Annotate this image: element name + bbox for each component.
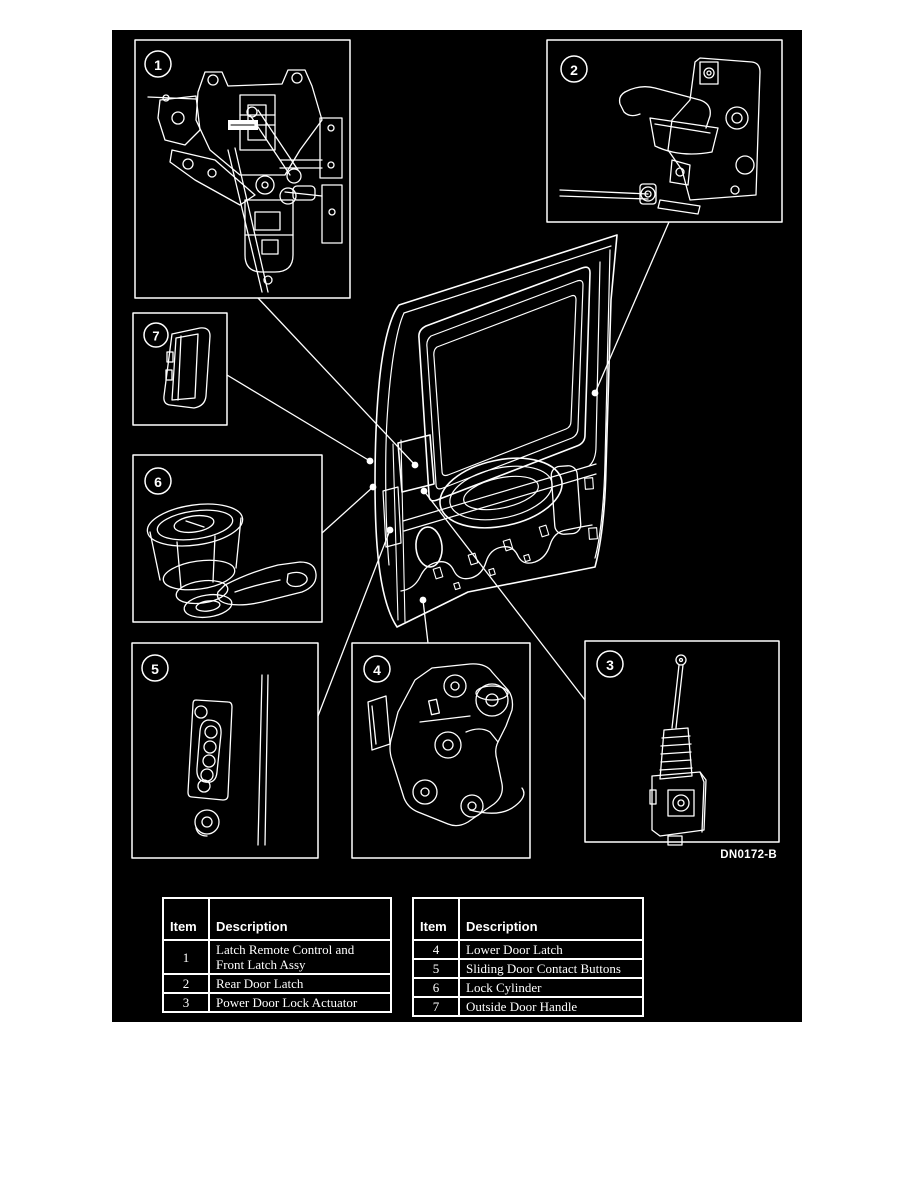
- item-description: Rear Door Latch: [208, 973, 392, 994]
- inset-box-5-border: [131, 642, 319, 859]
- callout-6: 6: [144, 467, 172, 495]
- lower-door-latch-drawing: [367, 663, 525, 827]
- table-row: 5 Sliding Door Contact Buttons: [412, 958, 644, 979]
- inset-box-1-border: [134, 39, 351, 299]
- callout-1: 1: [144, 50, 172, 78]
- callout-5-number: 5: [151, 661, 159, 677]
- callout-3: 3: [596, 650, 624, 678]
- inset-box-7-border: [132, 312, 228, 426]
- inset-box-4-lower-door-latch: 4: [351, 642, 531, 859]
- callout-1-number: 1: [154, 57, 162, 73]
- item-description: Sliding Door Contact Buttons: [458, 958, 644, 979]
- inset-box-3-power-door-lock-actuator: 3: [584, 640, 780, 846]
- parts-table-items-4-7: Item Description 4 Lower Door Latch 5 Sl…: [412, 897, 644, 1017]
- item-number: 1: [162, 939, 210, 975]
- leader-line-7: [226, 374, 371, 462]
- outside-door-handle-drawing: [163, 327, 211, 409]
- inset-box-1-latch-remote-control: 1: [134, 39, 351, 299]
- callout-2: 2: [560, 55, 588, 83]
- table-header-row: Item Description: [162, 897, 392, 941]
- callout-2-number: 2: [570, 62, 578, 78]
- table-row: 2 Rear Door Latch: [162, 973, 392, 994]
- leader-line-1: [257, 297, 416, 466]
- inset-box-2-rear-door-latch: 2: [546, 39, 783, 223]
- inset-box-4-border: [351, 642, 531, 859]
- callout-5: 5: [141, 654, 169, 682]
- table-row: 1 Latch Remote Control and Front Latch A…: [162, 939, 392, 975]
- leader-line-6: [321, 486, 374, 534]
- callout-7-number: 7: [152, 329, 159, 344]
- rear-door-latch-drawing: [559, 57, 761, 215]
- item-column-header: Item: [412, 897, 460, 941]
- item-number: 3: [162, 992, 210, 1013]
- door-lock-exploded-diagram: 1: [112, 30, 802, 1022]
- item-description: Latch Remote Control and Front Latch Ass…: [208, 939, 392, 975]
- inset-box-5-contact-buttons: 5: [131, 642, 319, 859]
- callout-6-number: 6: [154, 474, 162, 490]
- leader-line-5: [317, 529, 391, 717]
- item-column-header: Item: [162, 897, 210, 941]
- leader-lines: [226, 221, 670, 717]
- latch-remote-control-drawing: [147, 69, 343, 293]
- inset-box-2-border: [546, 39, 783, 223]
- inset-box-7-outside-door-handle: 7: [132, 312, 228, 426]
- figure-code-label: DN0172-B: [720, 849, 777, 861]
- item-number: 4: [412, 939, 460, 960]
- diagram-line-art: 1: [131, 39, 783, 861]
- callout-4-number: 4: [373, 662, 381, 678]
- item-description: Outside Door Handle: [458, 996, 644, 1017]
- item-description: Power Door Lock Actuator: [208, 992, 392, 1013]
- table-row: 4 Lower Door Latch: [412, 939, 644, 960]
- item-number: 6: [412, 977, 460, 998]
- parts-table-items-1-3: Item Description 1 Latch Remote Control …: [162, 897, 392, 1013]
- table-row: 6 Lock Cylinder: [412, 977, 644, 998]
- item-description: Lower Door Latch: [458, 939, 644, 960]
- description-column-header: Description: [458, 897, 644, 941]
- item-number: 2: [162, 973, 210, 994]
- item-number: 7: [412, 996, 460, 1017]
- table-header-row: Item Description: [412, 897, 644, 941]
- table-row: 7 Outside Door Handle: [412, 996, 644, 1017]
- callout-4: 4: [363, 655, 391, 683]
- contact-buttons-drawing: [187, 674, 269, 846]
- item-number: 5: [412, 958, 460, 979]
- inset-box-6-lock-cylinder: 6: [132, 454, 323, 623]
- lock-cylinder-drawing: [146, 503, 317, 619]
- callout-7: 7: [143, 322, 169, 348]
- inset-box-6-border: [132, 454, 323, 623]
- callout-3-number: 3: [606, 657, 614, 673]
- leader-dots: [366, 389, 599, 604]
- table-row: 3 Power Door Lock Actuator: [162, 992, 392, 1013]
- power-door-lock-actuator-drawing: [649, 654, 707, 846]
- description-column-header: Description: [208, 897, 392, 941]
- item-description: Lock Cylinder: [458, 977, 644, 998]
- leader-line-3: [423, 490, 586, 701]
- leader-line-4: [422, 599, 429, 644]
- sliding-door-illustration: [374, 234, 618, 628]
